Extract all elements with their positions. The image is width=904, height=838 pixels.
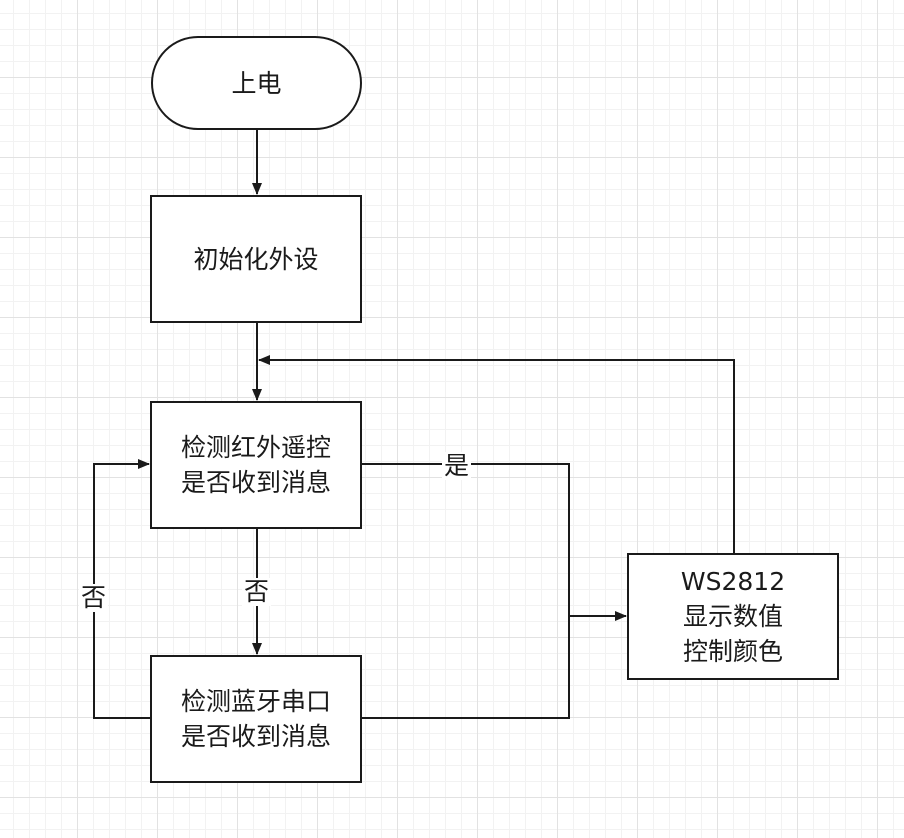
node-ws2812-shape [627,553,839,680]
node-init-label: 初始化外设 [193,244,319,274]
node-ws2812-label: WS2812 显示数值 控制颜色 [680,567,786,666]
edge-label-yes: 是 [442,451,472,480]
edge-ir-yes [361,463,570,616]
node-check-ir-shape [150,401,362,529]
node-power-on-label: 上电 [231,68,282,98]
node-check-bt-shape [150,655,362,783]
edge-bt-yes [361,616,570,719]
node-init-shape [150,195,362,323]
edge-ws2812-return [258,355,735,554]
edge-label-no-down: 否 [242,577,272,606]
node-check-bt-label: 检测蓝牙串口 是否收到消息 [180,687,331,751]
node-check-ir-label: 检测红外遥控 是否收到消息 [180,433,331,497]
edge-label-no-loop: 否 [79,583,109,612]
